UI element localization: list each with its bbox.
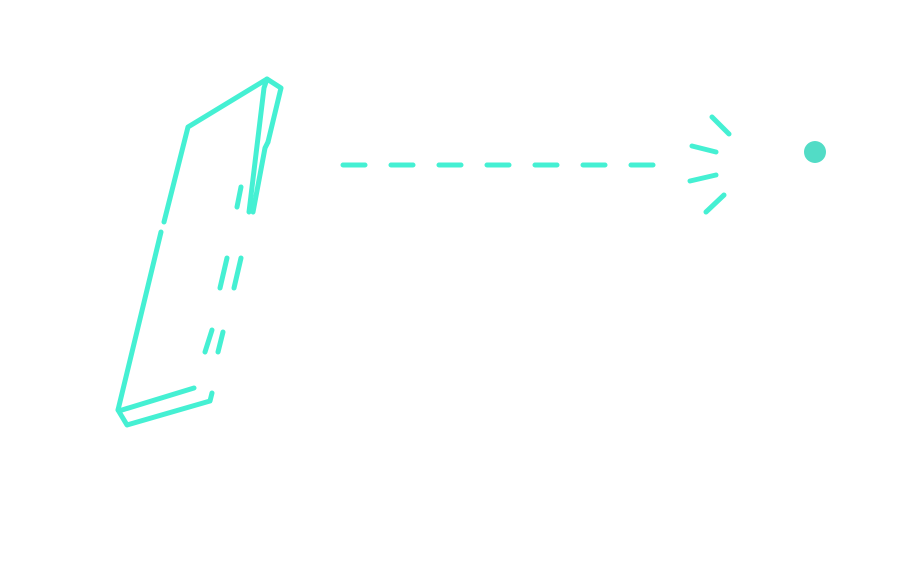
phone-inner-dash-5 xyxy=(215,329,226,355)
phone-icon xyxy=(115,76,284,428)
burst-line-upper xyxy=(689,143,719,155)
burst-icon xyxy=(687,114,732,215)
burst-line-lower xyxy=(687,172,719,184)
phone-side-edge-top xyxy=(250,139,271,215)
phone-inner-dash-2 xyxy=(217,255,230,291)
phone-bottom-inner xyxy=(119,385,197,413)
burst-line-bottom xyxy=(703,192,727,215)
burst-line-top xyxy=(709,114,732,137)
phone-bottom-edge xyxy=(115,390,215,428)
phone-front-outline xyxy=(115,76,284,413)
phone-inner-dash-1 xyxy=(234,184,244,210)
phone-inner-dash-4 xyxy=(202,327,215,355)
phone-inner-dash-3 xyxy=(231,255,244,291)
phone-side-edge xyxy=(246,76,270,215)
target-dot-icon xyxy=(804,141,826,163)
